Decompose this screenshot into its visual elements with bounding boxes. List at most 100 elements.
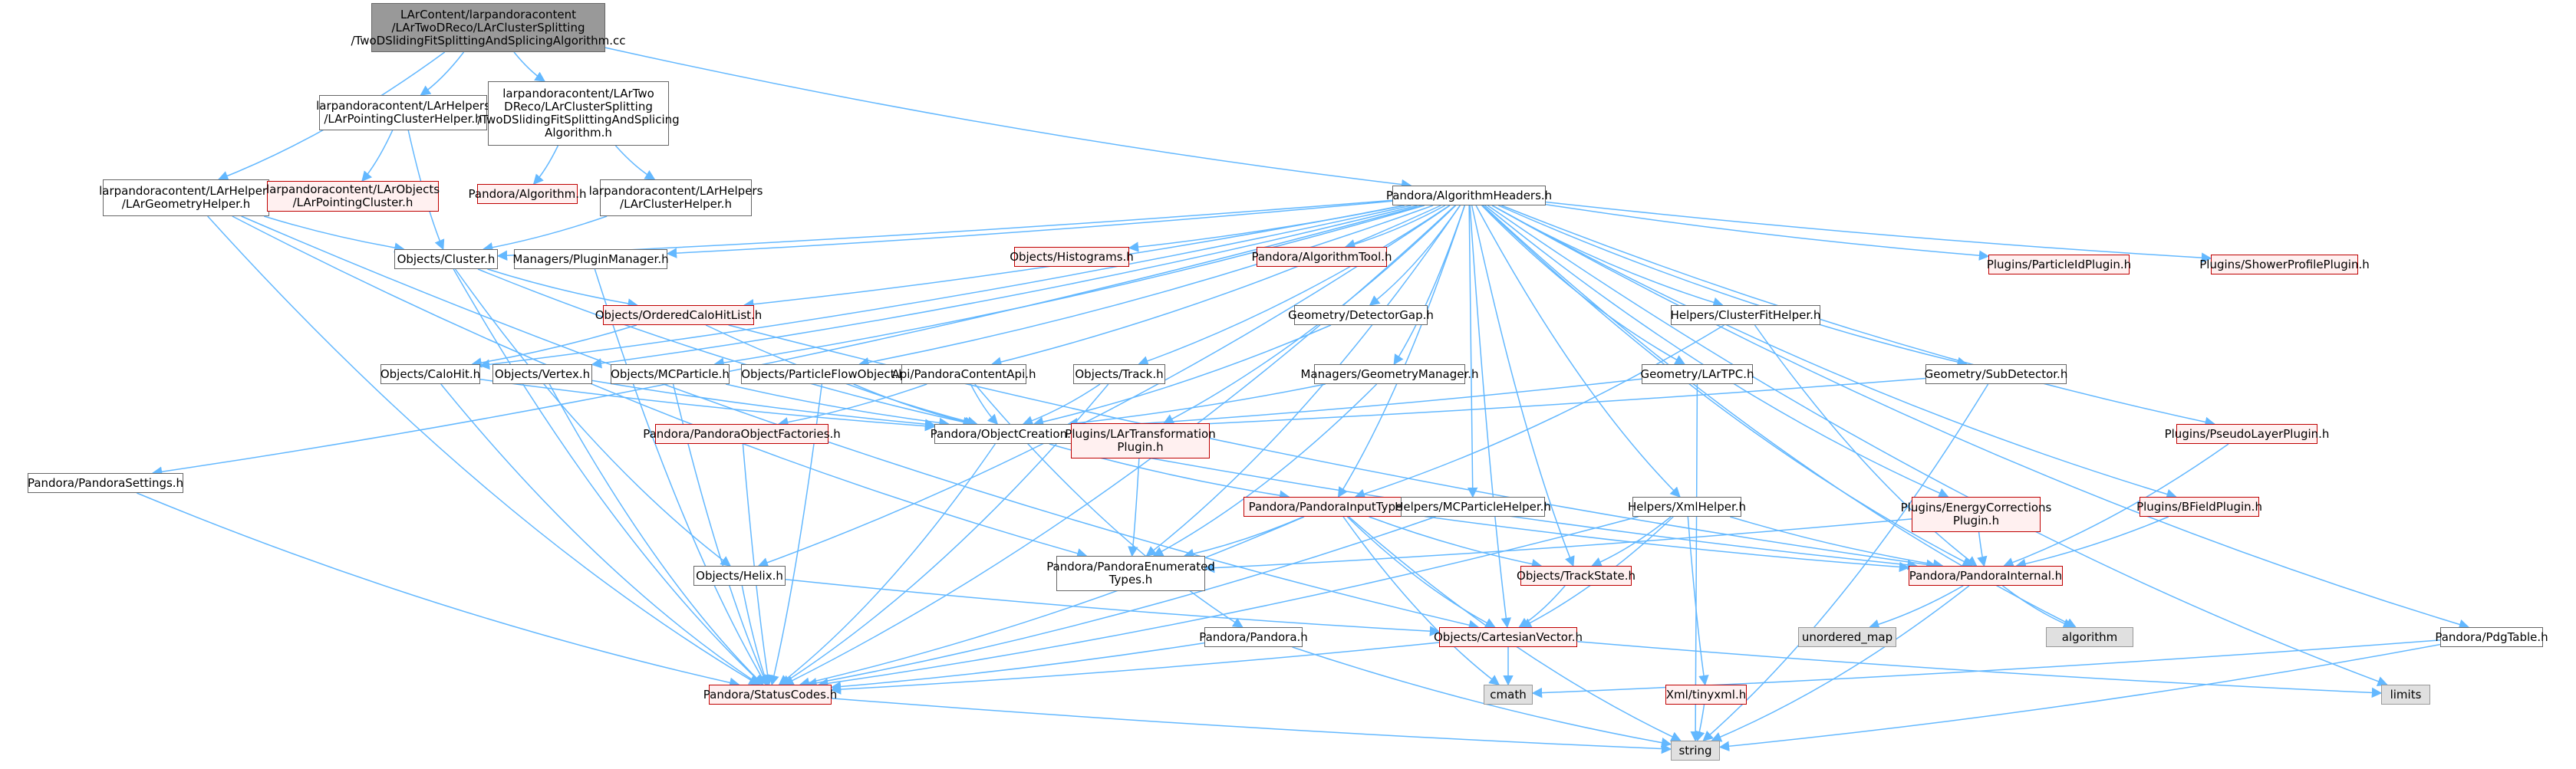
node-xmlh[interactable]: Helpers/XmlHelper.h — [1628, 497, 1746, 517]
node-gh[interactable]: larpandoracontent/LArHelpers/LArGeometry… — [99, 179, 273, 216]
node-label-line: /LArPointingCluster.h — [292, 196, 413, 209]
node-tinyxml[interactable]: Xml/tinyxml.h — [1665, 685, 1747, 705]
edge-pit-to-tstate — [1369, 516, 1543, 570]
node-oc[interactable]: Pandora/ObjectCreation.h — [931, 424, 1078, 444]
node-label-line: Geometry/SubDetector.h — [1924, 366, 2068, 381]
node-label-line: unordered_map — [1801, 629, 1893, 644]
edge-ah-to-pm — [666, 200, 1393, 258]
edge-ah-to-helix — [757, 205, 1451, 568]
node-cmath[interactable]: cmath — [1484, 685, 1533, 705]
node-bfp[interactable]: Plugins/BFieldPlugin.h — [2136, 497, 2262, 517]
node-alg[interactable]: Pandora/Algorithm.h — [469, 184, 586, 204]
node-label-line: Pandora/PandoraInternal.h — [1909, 568, 2063, 583]
node-label-line: Plugins/LArTransformation — [1065, 427, 1216, 441]
node-ps[interactable]: Pandora/PandoraSettings.h — [28, 473, 183, 493]
node-label-line: Objects/ParticleFlowObject.h — [741, 366, 906, 381]
edge-ah-to-sd — [1498, 205, 1968, 367]
node-ochl[interactable]: Objects/OrderedCaloHitList.h — [595, 305, 762, 325]
node-pof[interactable]: Pandora/PandoraObjectFactories.h — [643, 424, 841, 444]
edge-ah-to-psl — [1501, 205, 2215, 428]
node-pand[interactable]: Pandora/Pandora.h — [1199, 627, 1308, 647]
node-hist[interactable]: Objects/Histograms.h — [1010, 247, 1134, 267]
node-mcph[interactable]: Helpers/MCParticleHelper.h — [1395, 497, 1551, 517]
node-sc[interactable]: Pandora/StatusCodes.h — [703, 685, 837, 705]
node-pid[interactable]: Plugins/ParticleIdPlugin.h — [1987, 255, 2131, 274]
node-label-line: Helpers/MCParticleHelper.h — [1395, 499, 1551, 514]
edge-root-to-ah — [604, 47, 1412, 190]
node-at[interactable]: Pandora/AlgorithmTool.h — [1251, 247, 1392, 267]
edge-ah-to-cv — [1469, 205, 1512, 629]
node-track[interactable]: Objects/Track.h — [1073, 364, 1165, 384]
node-ch[interactable]: larpandoracontent/LArHelpers/LArClusterH… — [589, 179, 763, 216]
node-gm[interactable]: Managers/GeometryManager.h — [1300, 364, 1479, 384]
node-sd[interactable]: Geometry/SubDetector.h — [1925, 364, 2067, 384]
node-label-line: larpandoracontent/LArObjects — [265, 182, 440, 196]
edge-ah-to-mcph — [1467, 205, 1478, 498]
edge-ah-to-spp — [1545, 201, 2212, 263]
node-pdg[interactable]: Pandora/PdgTable.h — [2435, 627, 2548, 647]
node-label-line: /LArPointingClusterHelper.h — [324, 112, 483, 126]
edge-ltp-to-pet — [1128, 458, 1140, 557]
node-cv[interactable]: Objects/CartesianVector.h — [1434, 627, 1583, 647]
node-label-line: Pandora/StatusCodes.h — [703, 687, 838, 702]
node-cluster[interactable]: Objects/Cluster.h — [394, 249, 498, 269]
node-label-line: Geometry/LArTPC.h — [1640, 366, 1754, 381]
node-label-line: Plugins/ShowerProfilePlugin.h — [2199, 257, 2370, 271]
node-pc[interactable]: larpandoracontent/LArObjects/LArPointing… — [265, 181, 440, 212]
node-label-line: Helpers/XmlHelper.h — [1628, 499, 1747, 514]
edge-pit-to-pint — [1424, 515, 1910, 573]
edge-gm-to-pet — [1152, 383, 1378, 557]
edge-cluster-to-ochl — [487, 268, 638, 309]
node-label-line: Pandora/PandoraEnumerated — [1046, 560, 1215, 573]
node-label-line: Objects/CaloHit.h — [380, 366, 481, 381]
node-api[interactable]: Api/PandoraContentApi.h — [892, 364, 1036, 384]
edge-ch-to-cluster — [482, 215, 608, 253]
node-pm[interactable]: Managers/PluginManager.h — [512, 249, 669, 269]
node-limits[interactable]: limits — [2381, 685, 2430, 705]
node-label-line: Pandora/Pandora.h — [1199, 629, 1308, 644]
node-spp[interactable]: Plugins/ShowerProfilePlugin.h — [2199, 255, 2370, 274]
node-tpc[interactable]: Geometry/LArTPC.h — [1640, 364, 1754, 384]
edge-cluster-to-sc — [453, 268, 764, 685]
edge-gh-to-sc — [207, 215, 759, 685]
node-dg[interactable]: Geometry/DetectorGap.h — [1288, 305, 1434, 325]
node-mcp[interactable]: Objects/MCParticle.h — [611, 364, 730, 384]
edge-api-to-oc — [970, 383, 999, 425]
node-algo[interactable]: algorithm — [2046, 627, 2133, 647]
node-label-line: larpandoracontent/LArHelpers — [316, 99, 490, 113]
node-pfo[interactable]: Objects/ParticleFlowObject.h — [741, 364, 906, 384]
node-root[interactable]: LArContent/larpandoracontent/LArTwoDReco… — [351, 3, 626, 52]
node-pint[interactable]: Pandora/PandoraInternal.h — [1909, 566, 2063, 586]
node-string[interactable]: string — [1671, 741, 1720, 761]
node-helix[interactable]: Objects/Helix.h — [693, 566, 786, 586]
node-tstate[interactable]: Objects/TrackState.h — [1517, 566, 1636, 586]
edge-tpc-to-string — [1690, 383, 1701, 742]
node-label-line: Managers/GeometryManager.h — [1300, 366, 1479, 381]
edge-mcph-to-sc — [806, 516, 1436, 688]
node-label-line: larpandoracontent/LArTwo — [502, 87, 654, 100]
edge-ecp-to-pint — [1977, 531, 1988, 567]
edge-ah-to-ps — [151, 205, 1422, 477]
node-cfh[interactable]: Helpers/ClusterFitHelper.h — [1671, 305, 1820, 325]
edge-track-to-oc — [1022, 383, 1101, 426]
edge-pfo-to-oc — [853, 383, 976, 427]
edge-pand-to-string — [1292, 646, 1672, 748]
node-pch[interactable]: larpandoracontent/LArHelpers/LArPointing… — [316, 95, 490, 130]
node-umap[interactable]: unordered_map — [1798, 627, 1896, 647]
edge-vtx-to-oc — [591, 380, 936, 429]
node-label-line: Plugin.h — [1117, 440, 1164, 454]
edge-root-to-tdsh — [513, 51, 546, 82]
node-psl[interactable]: Plugins/PseudoLayerPlugin.h — [2165, 424, 2329, 444]
node-ah[interactable]: Pandora/AlgorithmHeaders.h — [1386, 186, 1552, 205]
node-calo[interactable]: Objects/CaloHit.h — [380, 364, 480, 384]
edge-calo-to-sc — [440, 383, 761, 685]
edge-ah-to-sc — [782, 205, 1456, 685]
node-label-line: Pandora/AlgorithmHeaders.h — [1385, 188, 1553, 202]
node-vtx[interactable]: Objects/Vertex.h — [492, 364, 592, 384]
node-label-line: Objects/OrderedCaloHitList.h — [595, 307, 763, 322]
edge-pit-to-cmath — [1342, 516, 1500, 685]
